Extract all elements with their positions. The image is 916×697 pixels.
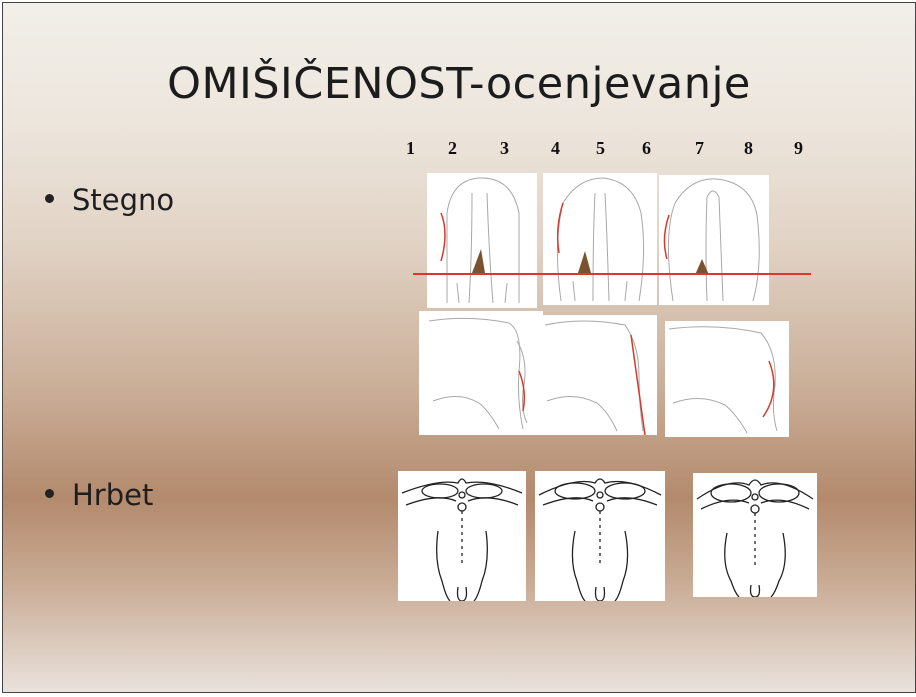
rear-view-sketch-3 bbox=[659, 175, 769, 305]
scale-number: 3 bbox=[500, 138, 509, 159]
rear-view-sketch-2 bbox=[543, 173, 657, 305]
side-view-sketch-1 bbox=[419, 311, 543, 435]
scale-number: 4 bbox=[551, 138, 560, 159]
scale-number: 8 bbox=[744, 138, 753, 159]
bullet-hrbet: Hrbet bbox=[45, 478, 153, 512]
back-cross-section-1 bbox=[398, 471, 526, 601]
scale-number: 5 bbox=[596, 138, 605, 159]
reference-line bbox=[413, 273, 811, 275]
back-cross-section-3 bbox=[693, 473, 817, 597]
side-view-sketch-2 bbox=[543, 315, 657, 435]
bullet-dot-icon bbox=[45, 489, 54, 498]
scale-number: 9 bbox=[794, 138, 803, 159]
bullet-stegno: Stegno bbox=[45, 183, 174, 217]
back-cross-section-2 bbox=[535, 471, 665, 601]
side-view-sketch-3 bbox=[665, 321, 789, 437]
bullet-label: Stegno bbox=[72, 183, 174, 217]
rear-view-sketch-1 bbox=[427, 173, 537, 308]
slide-title: OMIŠIČENOST-ocenjevanje bbox=[3, 59, 915, 109]
bullet-label: Hrbet bbox=[72, 478, 153, 512]
scale-number: 6 bbox=[642, 138, 651, 159]
scale-number: 2 bbox=[448, 138, 457, 159]
score-scale: 1 2 3 4 5 6 7 8 9 bbox=[3, 138, 915, 162]
scale-number: 1 bbox=[406, 138, 415, 159]
scale-number: 7 bbox=[695, 138, 704, 159]
bullet-dot-icon bbox=[45, 194, 54, 203]
